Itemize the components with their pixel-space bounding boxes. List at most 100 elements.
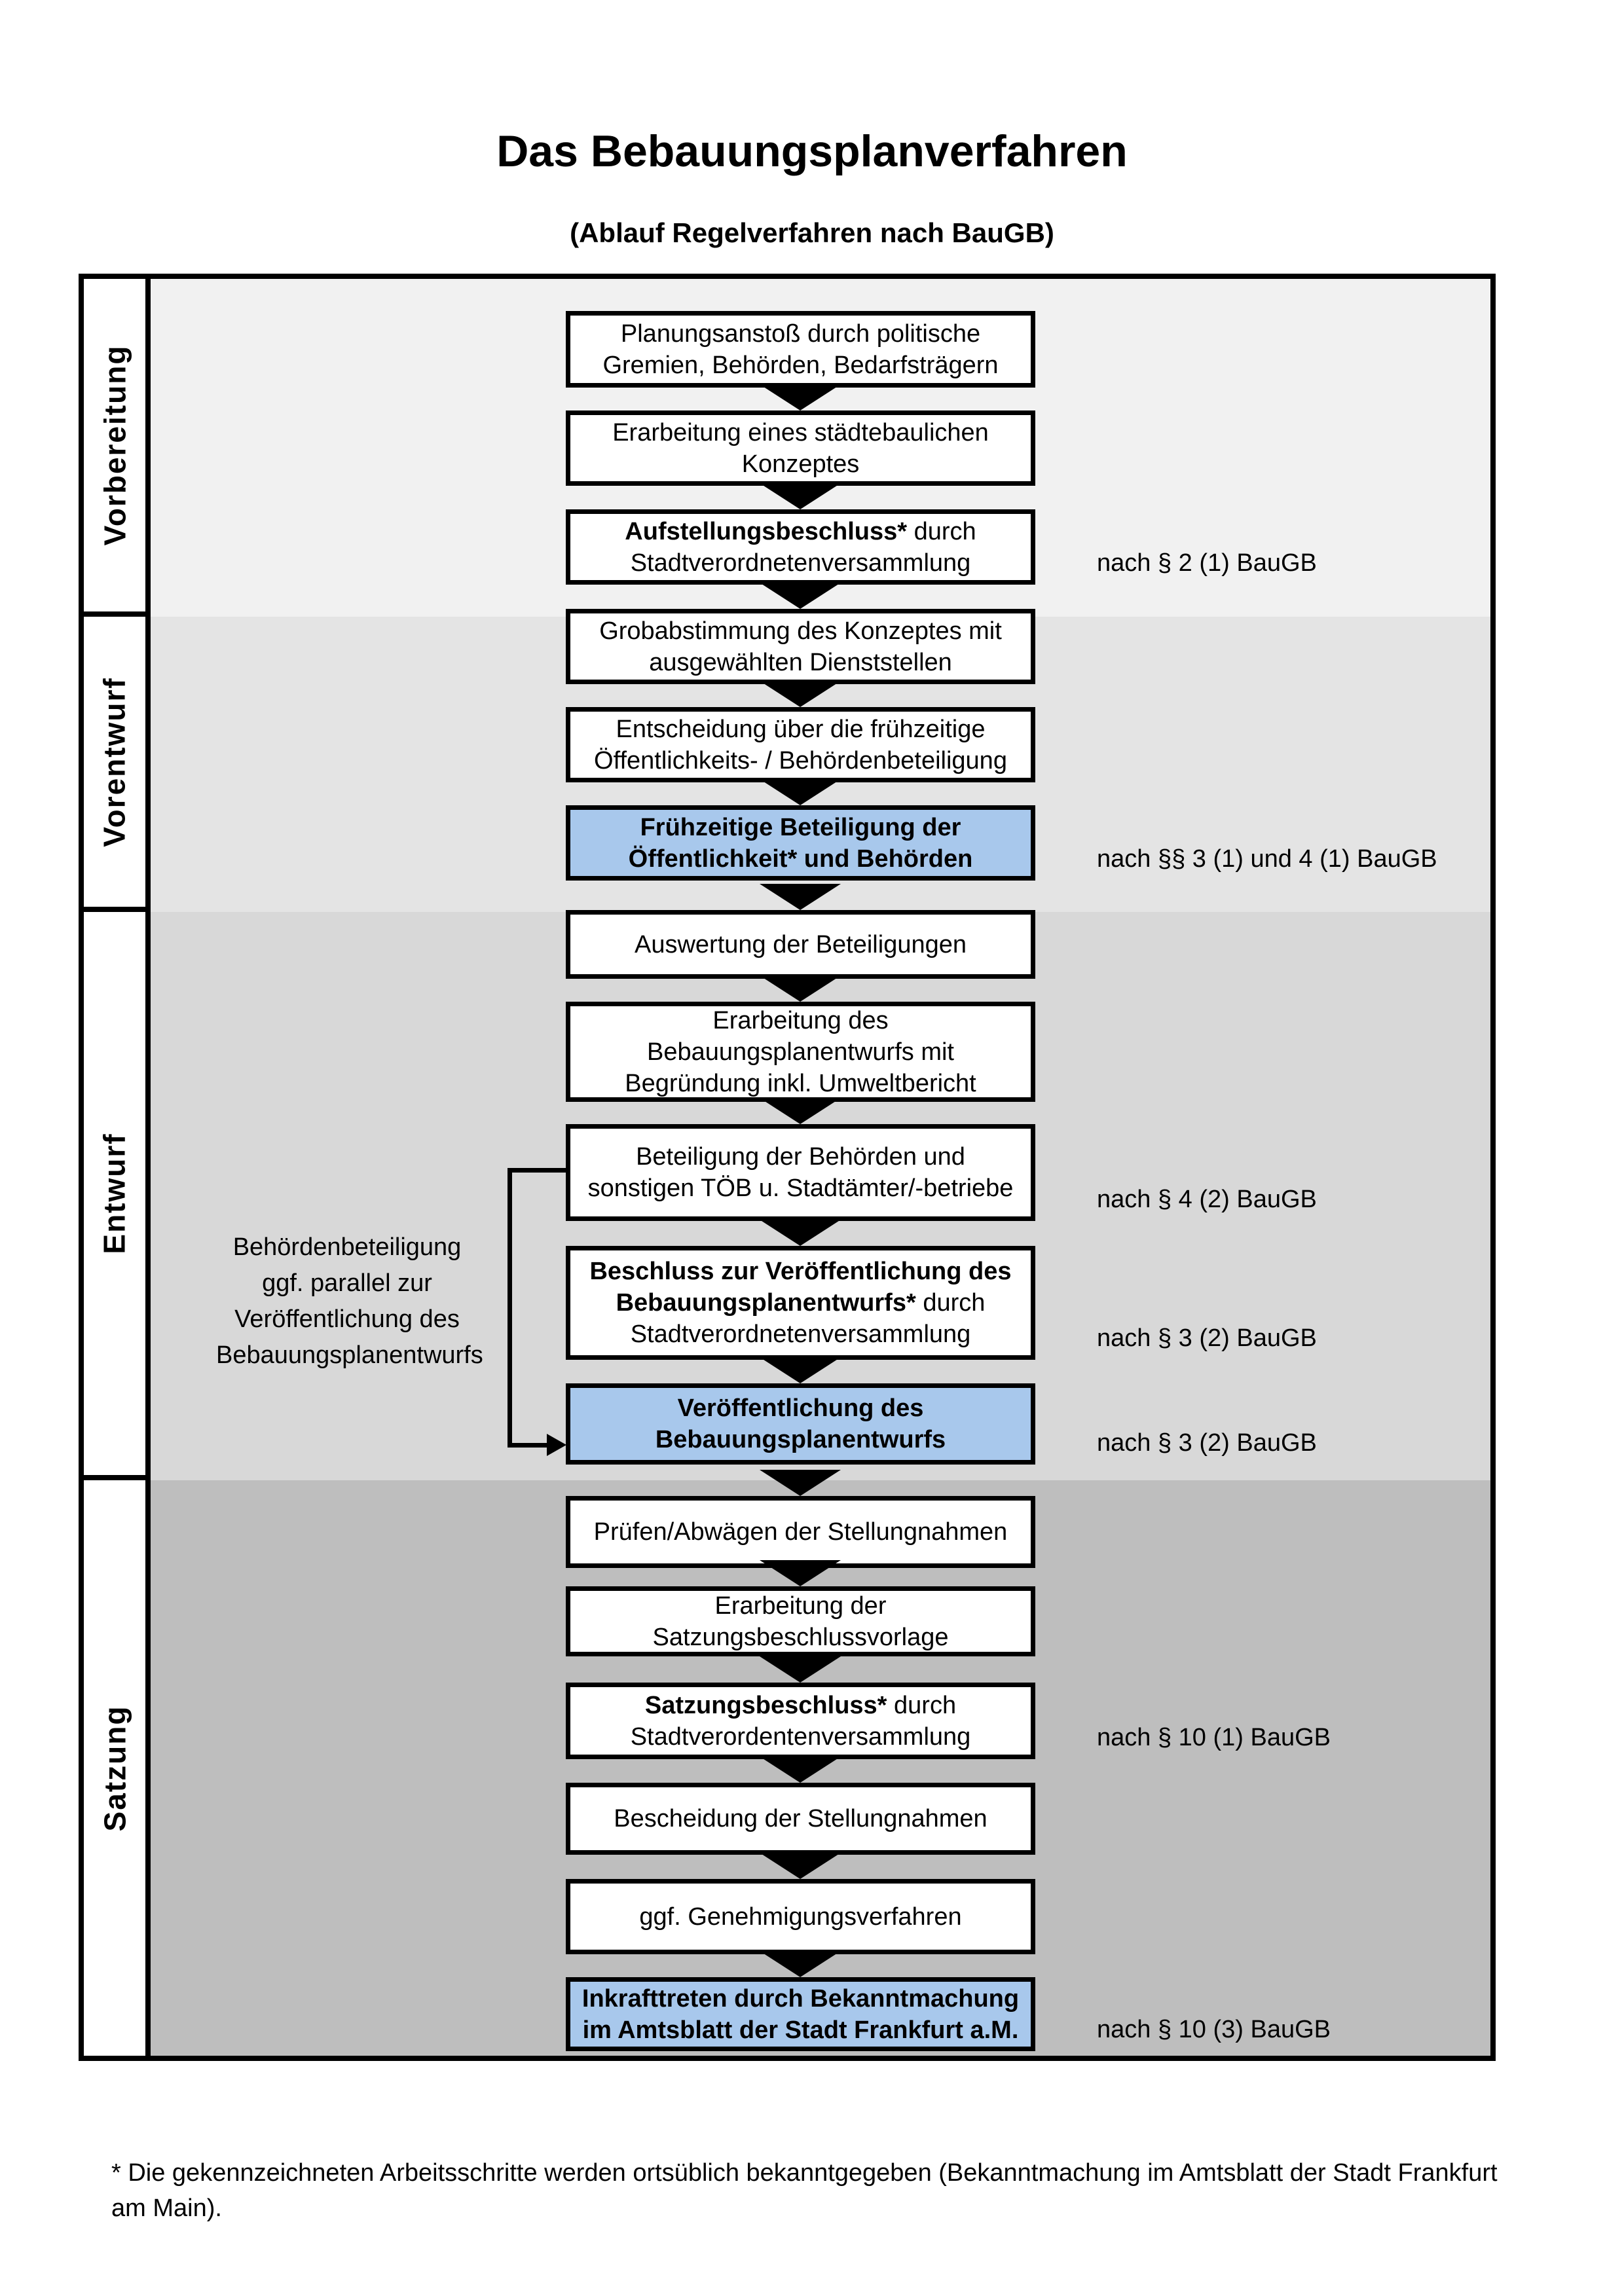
step-line: Bebauungsplanentwurfs mit bbox=[647, 1036, 954, 1068]
step-text-bold: Bebauungsplanentwurfs bbox=[655, 1426, 946, 1453]
step-box-15: ggf. Genehmigungsverfahren bbox=[566, 1879, 1035, 1954]
step-text: Prüfen/Abwägen der Stellungnahmen bbox=[593, 1518, 1008, 1546]
step-line: Erarbeitung des bbox=[712, 1005, 888, 1036]
step-text: Konzeptes bbox=[741, 450, 860, 478]
step-text: Satzungsbeschlussvorlage bbox=[652, 1623, 949, 1651]
step-line: Öffentlichkeit* und Behörden bbox=[629, 843, 973, 875]
parallel-note-line: ggf. parallel zur bbox=[262, 1269, 432, 1297]
step-text-bold: Aufstellungsbeschluss* bbox=[625, 517, 908, 545]
parallel-path-connector-bottom bbox=[507, 1443, 548, 1448]
step-text: Erarbeitung des bbox=[712, 1006, 889, 1034]
page-title: Das Bebauungsplanverfahren bbox=[496, 126, 1128, 176]
flow-arrow-down-icon bbox=[760, 1656, 841, 1683]
legal-reference: nach § 4 (2) BauGB bbox=[1097, 1186, 1317, 1213]
step-text: Bebauungsplanentwurfs mit bbox=[647, 1038, 954, 1066]
legal-reference: nach § 3 (2) BauGB bbox=[1097, 1429, 1317, 1457]
step-text: Beteiligung der Behörden und bbox=[636, 1143, 965, 1171]
step-text: Bescheidung der Stellungnahmen bbox=[614, 1805, 987, 1832]
step-line: Beteiligung der Behörden und bbox=[636, 1141, 965, 1173]
step-line: Beschluss zur Veröffentlichung des bbox=[589, 1256, 1011, 1287]
step-text: ggf. Genehmigungsverfahren bbox=[639, 1903, 962, 1931]
step-text: Entscheidung über die frühzeitige bbox=[616, 715, 986, 743]
phase-label: Satzung bbox=[98, 1705, 132, 1831]
step-text-bold: Frühzeitige Beteiligung der bbox=[640, 813, 961, 841]
step-line: Satzungsbeschlussvorlage bbox=[652, 1622, 948, 1653]
step-line: Grobabstimmung des Konzeptes mit bbox=[599, 615, 1002, 647]
parallel-path-connector-vertical bbox=[507, 1168, 512, 1448]
legal-reference: nach § 3 (2) BauGB bbox=[1097, 1324, 1317, 1352]
phase-label-cell: Satzung bbox=[84, 1480, 151, 2056]
flow-arrow-down-icon bbox=[760, 1560, 841, 1586]
step-line: im Amtsblatt der Stadt Frankfurt a.M. bbox=[583, 2014, 1019, 2046]
flow-arrow-down-icon bbox=[760, 884, 841, 910]
step-text: Stadtverordnetenversammlung bbox=[630, 549, 971, 577]
step-box-8: Beteiligung der Behörden und sonstigen TÖ… bbox=[566, 1124, 1035, 1221]
step-box-6: Auswertung der Beteiligungen bbox=[566, 910, 1035, 979]
step-line: ggf. Genehmigungsverfahren bbox=[639, 1901, 961, 1933]
flow-arrow-down-icon bbox=[760, 681, 841, 707]
step-line: Stadtverordentenversammlung bbox=[631, 1721, 971, 1753]
flow-arrow-down-icon bbox=[760, 779, 841, 805]
phase-label-cell: Vorbereitung bbox=[84, 279, 151, 617]
step-text-bold: Öffentlichkeit* und Behörden bbox=[628, 845, 973, 873]
step-line: Bebauungsplanentwurfs* durch bbox=[616, 1287, 986, 1319]
step-line: Bebauungsplanentwurfs bbox=[655, 1424, 946, 1455]
step-line: Frühzeitige Beteiligung der bbox=[640, 812, 961, 843]
phase-label-cell: Vorentwurf bbox=[84, 617, 151, 912]
flow-arrow-down-icon bbox=[760, 1853, 841, 1879]
step-line: Inkrafttreten durch Bekanntmachung bbox=[582, 1983, 1019, 2014]
parallel-path-arrowhead-icon bbox=[547, 1434, 566, 1456]
step-text: Gremien, Behörden, Bedarfsträgern bbox=[602, 351, 999, 379]
flow-arrow-down-icon bbox=[760, 1357, 841, 1383]
flow-arrow-down-icon bbox=[760, 483, 841, 509]
step-text: durch Bekanntmachung bbox=[727, 1984, 1020, 2013]
step-text: durch bbox=[907, 517, 976, 545]
footnote: * Die gekennzeichneten Arbeitsschritte w… bbox=[111, 2159, 1498, 2222]
step-text: Erarbeitung der bbox=[714, 1592, 887, 1620]
step-line: Entscheidung über die frühzeitige bbox=[616, 714, 985, 745]
flow-arrow-down-icon bbox=[760, 975, 841, 1002]
step-text-bold: Beschluss zur Veröffentlichung des bbox=[589, 1258, 1012, 1285]
step-text: Öffentlichkeits- / Behördenbeteiligung bbox=[594, 746, 1007, 774]
parallel-note-line: Bebauungsplanentwurfs bbox=[216, 1341, 483, 1369]
flow-arrow-down-icon bbox=[760, 583, 841, 609]
step-text: Begründung inkl. Umweltbericht bbox=[625, 1069, 976, 1097]
step-line: Öffentlichkeits- / Behördenbeteiligung bbox=[594, 745, 1007, 776]
step-line: Stadtverordnetenversammlung bbox=[631, 1319, 971, 1350]
step-box-14: Bescheidung der Stellungnahmen bbox=[566, 1783, 1035, 1855]
step-text: Grobabstimmung des Konzeptes mit bbox=[599, 617, 1002, 645]
step-text: Erarbeitung eines städtebaulichen bbox=[612, 418, 989, 446]
step-text: Planungsanstoß durch politische bbox=[620, 319, 981, 348]
flow-arrow-down-icon bbox=[760, 384, 841, 410]
step-line: Gremien, Behörden, Bedarfsträgern bbox=[602, 350, 998, 381]
step-line: Auswertung der Beteiligungen bbox=[635, 929, 967, 960]
step-text: im Amtsblatt der Stadt Frankfurt a.M. bbox=[582, 2016, 1019, 2044]
step-line: ausgewählten Dienststellen bbox=[649, 647, 952, 678]
flow-arrow-down-icon bbox=[760, 1220, 841, 1246]
step-text: Stadtverordnetenversammlung bbox=[630, 1321, 971, 1348]
step-text: sonstigen TÖB u. Stadtämter/-betriebe bbox=[587, 1175, 1014, 1202]
flow-arrow-down-icon bbox=[760, 1757, 841, 1783]
step-line: Begründung inkl. Umweltbericht bbox=[625, 1068, 976, 1099]
parallel-note-line: Veröffentlichung des bbox=[234, 1305, 460, 1333]
legal-reference: nach §§ 3 (1) und 4 (1) BauGB bbox=[1097, 845, 1437, 873]
flow-arrow-down-icon bbox=[760, 1951, 841, 1977]
legal-reference: nach § 10 (3) BauGB bbox=[1097, 2016, 1331, 2043]
step-line: Prüfen/Abwägen der Stellungnahmen bbox=[594, 1516, 1008, 1548]
step-text-bold: Veröffentlichung des bbox=[677, 1394, 924, 1422]
step-line: Stadtverordnetenversammlung bbox=[631, 547, 971, 579]
phase-label: Entwurf bbox=[98, 1133, 132, 1254]
flow-arrow-down-icon bbox=[760, 1098, 841, 1124]
